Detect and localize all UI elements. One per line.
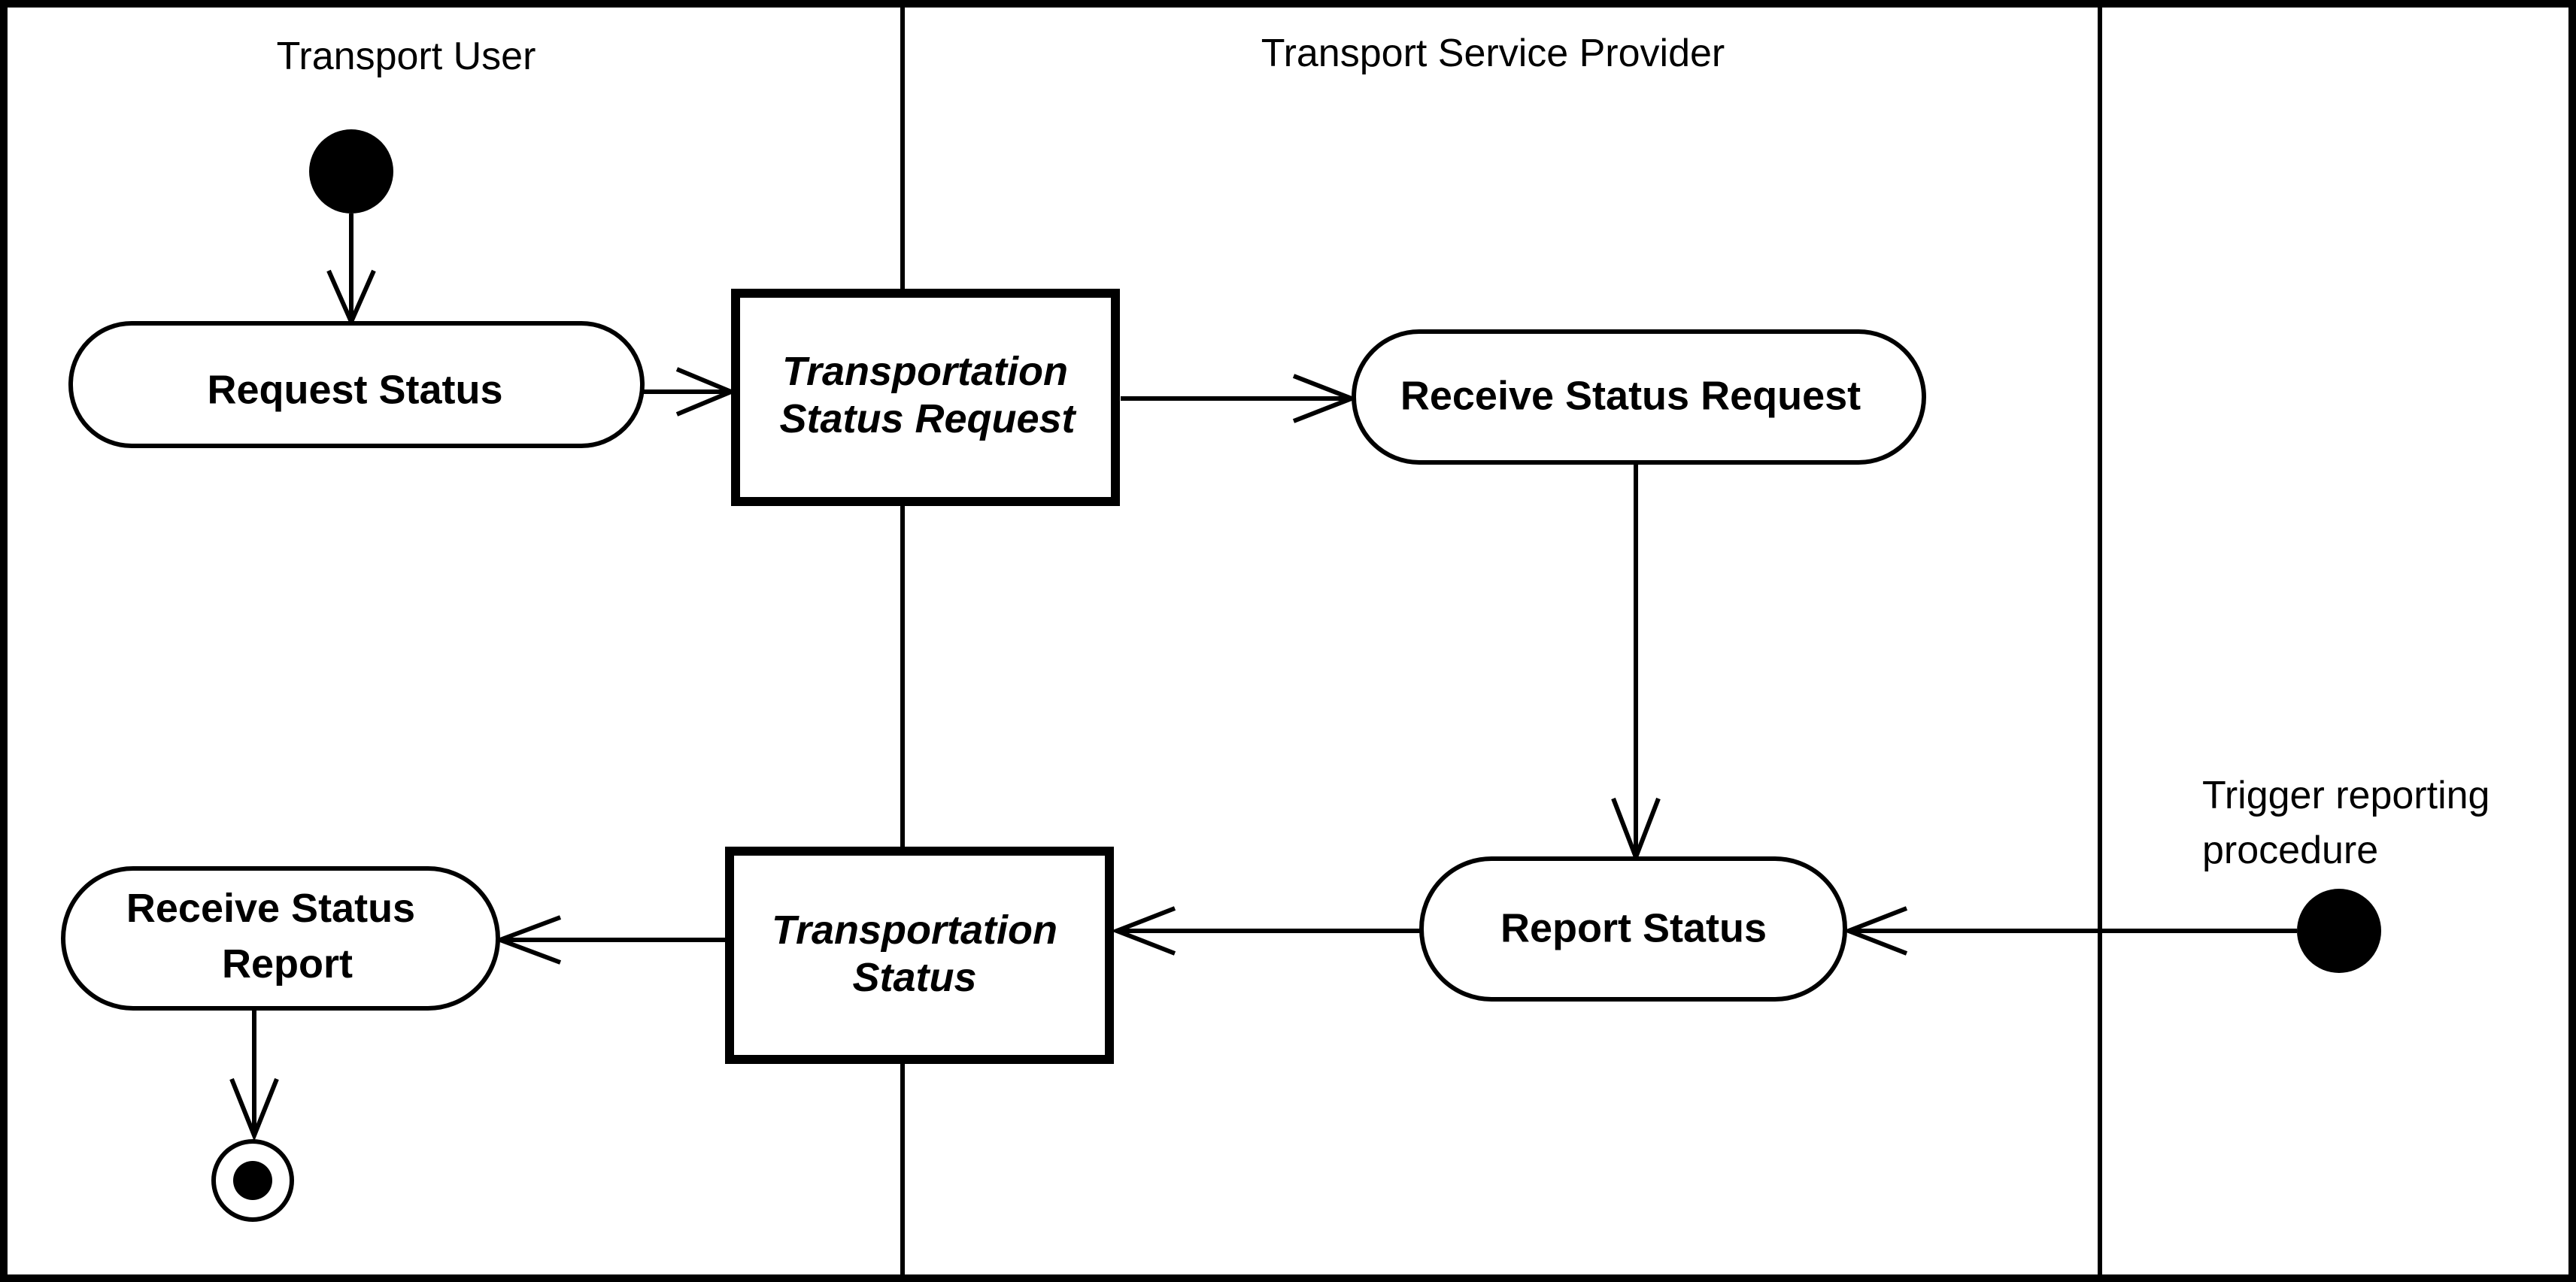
object-transportation-status: Transportation Status xyxy=(725,847,1114,1064)
action-receive-status-report: Receive Status Report xyxy=(61,866,500,1011)
lane-title-transport-service-provider: Transport Service Provider xyxy=(1261,32,1725,75)
flow-receive-request-to-report-status xyxy=(1611,462,1661,864)
action-report-status-label: Report Status xyxy=(1500,905,1767,950)
flow-trigger-to-report-status xyxy=(1842,906,2297,956)
flow-request-status-to-object xyxy=(642,367,737,417)
action-receive-status-report-line2: Report xyxy=(222,941,353,987)
flow-report-status-to-object xyxy=(1110,906,1422,956)
action-receive-status-report-line1: Receive Status xyxy=(126,886,415,931)
initial-node xyxy=(309,129,393,214)
action-request-status-label: Request Status xyxy=(207,367,502,412)
object-transportation-status-line2: Status xyxy=(852,955,976,1000)
final-node xyxy=(211,1139,294,1222)
object-transportation-status-request-line1: Transportation xyxy=(782,349,1068,394)
flow-object-to-receive-status-report xyxy=(493,915,727,965)
action-request-status: Request Status xyxy=(68,321,645,448)
flow-object-to-receive-status-request xyxy=(1121,374,1358,423)
object-transportation-status-request-line2: Status Request xyxy=(779,396,1076,441)
action-report-status: Report Status xyxy=(1419,856,1847,1002)
trigger-label-line1: Trigger reporting xyxy=(2202,774,2490,817)
action-receive-status-request: Receive Status Request xyxy=(1352,329,1926,465)
flow-start-to-request-status xyxy=(326,214,376,328)
trigger-label-line2: procedure xyxy=(2202,829,2378,872)
flow-receive-report-to-final xyxy=(229,1008,279,1142)
trigger-initial-node xyxy=(2297,889,2381,973)
lane-title-transport-user: Transport User xyxy=(277,35,536,78)
object-transportation-status-line1: Transportation xyxy=(772,908,1057,953)
object-transportation-status-request: Transportation Status Request xyxy=(731,289,1120,506)
action-receive-status-request-label: Receive Status Request xyxy=(1400,373,1861,418)
